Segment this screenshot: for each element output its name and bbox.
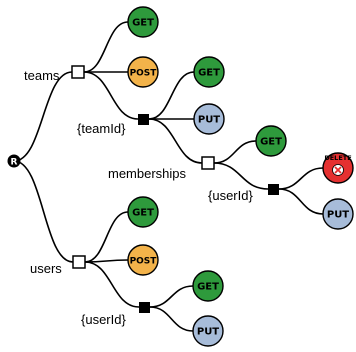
member-delete-label: DELETE	[324, 154, 351, 162]
resource-label-teamid: {teamId}	[77, 121, 126, 136]
userid-get-node[interactable]	[192, 270, 224, 302]
item-node-teamid	[138, 114, 149, 125]
teamid-put-label: PUT	[198, 115, 220, 126]
edge-users-to-get	[84, 211, 129, 263]
method-nodes: GET POST GET PUT GET DELETE PUT GET POST…	[127, 6, 354, 347]
edge-users-to-userid	[84, 261, 140, 308]
users-get-node[interactable]	[127, 196, 159, 228]
resource-label-teams: teams	[24, 68, 60, 83]
resource-label-users-userid: {userId}	[81, 312, 126, 327]
users-post-node[interactable]	[127, 244, 159, 276]
collection-node-memberships	[201, 156, 215, 170]
edge-team-userid-to-delete	[278, 167, 324, 190]
teamid-get-node[interactable]	[193, 56, 225, 88]
teamid-put-node[interactable]	[193, 103, 225, 135]
edge-teams-to-get	[83, 21, 129, 73]
userid-put-label: PUT	[197, 327, 219, 338]
root-label: R	[11, 158, 18, 168]
edge-teamid-to-get	[148, 71, 195, 120]
teamid-get-label: GET	[198, 68, 220, 79]
edge-team-userid-to-put	[278, 188, 324, 215]
delete-x-icon	[332, 164, 344, 176]
users-get-label: GET	[132, 208, 154, 219]
resource-label-memberships: memberships	[108, 166, 187, 181]
userid-get-label: GET	[197, 282, 219, 293]
edge-teamid-to-memberships	[148, 118, 203, 164]
userid-put-node[interactable]	[192, 315, 224, 347]
edge-memberships-to-userid	[213, 162, 269, 190]
teams-post-label: POST	[130, 69, 158, 79]
root-node: R	[7, 154, 21, 168]
edge-memberships-to-get	[213, 140, 257, 164]
teams-get-label: GET	[132, 18, 154, 29]
users-post-label: POST	[130, 257, 158, 267]
item-node-team-userid	[268, 184, 279, 195]
edge-root-to-teams	[13, 71, 73, 162]
memberships-get-node[interactable]	[255, 125, 287, 157]
tree-edges	[13, 21, 324, 332]
edge-teams-to-teamid	[83, 71, 139, 120]
memberships-get-label: GET	[260, 137, 282, 148]
edge-users-userid-to-get	[149, 285, 194, 308]
edge-root-to-users	[13, 160, 74, 263]
teams-get-node[interactable]	[127, 6, 159, 38]
collection-node-users	[72, 255, 86, 269]
resource-label-team-userid: {userId}	[208, 188, 253, 203]
edge-users-userid-to-put	[149, 306, 194, 332]
resource-label-users: users	[30, 261, 62, 276]
member-put-label: PUT	[327, 210, 349, 221]
teams-post-node[interactable]	[127, 56, 159, 88]
collection-node-teams	[71, 65, 85, 79]
member-put-node[interactable]	[322, 198, 354, 230]
item-node-users-userid	[139, 302, 150, 313]
